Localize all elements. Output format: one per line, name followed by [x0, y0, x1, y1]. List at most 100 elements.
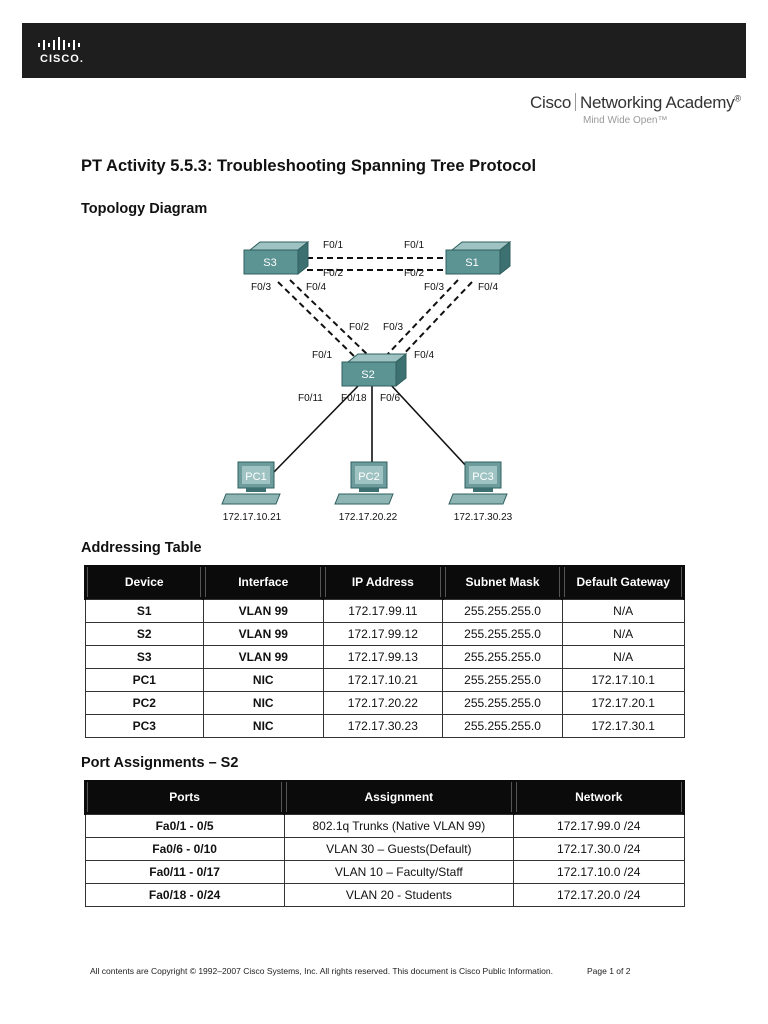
table-cell: Fa0/11 - 0/17: [84, 860, 285, 884]
topology-heading: Topology Diagram: [81, 201, 208, 217]
column-header: Subnet Mask: [441, 565, 564, 600]
table-cell: 172.17.10.1: [561, 668, 685, 692]
table-cell: 172.17.99.0 /24: [513, 814, 685, 838]
pc1-icon: PC1: [221, 461, 281, 505]
column-header: Default Gateway: [561, 565, 685, 600]
table-cell: 255.255.255.0: [442, 599, 563, 623]
table-cell: 255.255.255.0: [442, 645, 563, 669]
port-label: F0/4: [306, 282, 326, 293]
table-header-row: Device Interface IP Address Subnet Mask …: [83, 565, 685, 600]
table-cell: VLAN 99: [202, 599, 324, 623]
column-header: Network: [512, 780, 685, 815]
table-cell: NIC: [202, 668, 324, 692]
table-cell: S2: [84, 622, 204, 646]
table-cell: VLAN 99: [202, 622, 324, 646]
academy-mark: ®: [734, 93, 741, 104]
column-header: Ports: [83, 780, 286, 815]
table-cell: Fa0/18 - 0/24: [84, 883, 285, 907]
cisco-logo-text: CISCO.: [40, 53, 84, 65]
table-cell: 172.17.99.12: [322, 622, 444, 646]
switch-s1-label: S1: [465, 257, 478, 269]
port-label: F0/2: [404, 268, 424, 279]
table-cell: 172.17.20.0 /24: [513, 883, 685, 907]
table-row: PC2 NIC 172.17.20.22 255.255.255.0 172.1…: [84, 691, 685, 715]
table-cell: 802.1q Trunks (Native VLAN 99): [283, 814, 515, 838]
port-label: F0/1: [323, 240, 343, 251]
table-cell: NIC: [202, 691, 324, 715]
table-cell: NIC: [202, 714, 324, 738]
table-cell: PC1: [84, 668, 204, 692]
table-header-row: Ports Assignment Network: [83, 780, 685, 815]
table-cell: 255.255.255.0: [442, 668, 563, 692]
topology-diagram: S3 S1 S2 PC1 PC2 PC3 F0/1 F0/2: [221, 240, 513, 523]
link-s3-s2-f03: [277, 281, 359, 361]
table-cell: 172.17.10.0 /24: [513, 860, 685, 884]
document-title: PT Activity 5.5.3: Troubleshooting Spann…: [81, 157, 537, 175]
pc3-address: 172.17.30.23: [454, 512, 513, 523]
port-label: F0/18: [341, 393, 367, 404]
table-cell: N/A: [561, 645, 685, 669]
switch-s3-label: S3: [263, 257, 276, 269]
table-row: Fa0/6 - 0/10 VLAN 30 – Guests(Default) 1…: [84, 837, 685, 861]
table-cell: S1: [84, 599, 204, 623]
pc3-label: PC3: [472, 471, 493, 483]
table-cell: Fa0/1 - 0/5: [84, 814, 285, 838]
table-row: S1 VLAN 99 172.17.99.11 255.255.255.0 N/…: [84, 599, 685, 623]
column-header: Assignment: [283, 780, 515, 815]
academy-name: Networking Academy: [580, 93, 735, 112]
table-cell: VLAN 10 – Faculty/Staff: [283, 860, 515, 884]
table-cell: 255.255.255.0: [442, 714, 563, 738]
table-cell: N/A: [561, 622, 685, 646]
table-cell: 172.17.99.11: [322, 599, 444, 623]
cisco-logo: CISCO.: [36, 37, 96, 67]
academy-brand: Cisco: [530, 93, 572, 112]
switch-s3-icon: S3: [243, 240, 310, 276]
port-label: F0/2: [349, 322, 369, 333]
pc1-label: PC1: [245, 471, 266, 483]
port-label: F0/3: [383, 322, 403, 333]
column-header: Device: [83, 565, 205, 600]
header-bar: CISCO.: [22, 23, 746, 78]
port-label: F0/6: [380, 393, 400, 404]
addressing-table: Device Interface IP Address Subnet Mask …: [83, 565, 685, 738]
table-cell: 172.17.30.1: [561, 714, 685, 738]
link-s3-s2-f04: [289, 279, 371, 358]
copyright-footer: All contents are Copyright © 1992–2007 C…: [90, 966, 553, 976]
port-label: F0/4: [478, 282, 498, 293]
column-header: Interface: [202, 565, 325, 600]
table-row: PC3 NIC 172.17.30.23 255.255.255.0 172.1…: [84, 714, 685, 738]
port-label: F0/2: [323, 268, 343, 279]
table-row: S3 VLAN 99 172.17.99.13 255.255.255.0 N/…: [84, 645, 685, 669]
switch-s2-icon: S2: [341, 352, 408, 388]
pc1-address: 172.17.10.21: [223, 512, 282, 523]
port-assignments-table: Ports Assignment Network Fa0/1 - 0/5 802…: [83, 780, 685, 907]
table-row: S2 VLAN 99 172.17.99.12 255.255.255.0 N/…: [84, 622, 685, 646]
ports-heading: Port Assignments – S2: [81, 755, 239, 771]
table-cell: VLAN 30 – Guests(Default): [283, 837, 515, 861]
table-row: Fa0/11 - 0/17 VLAN 10 – Faculty/Staff 17…: [84, 860, 685, 884]
port-label: F0/1: [404, 240, 424, 251]
port-label: F0/1: [312, 350, 332, 361]
table-cell: PC2: [84, 691, 204, 715]
table-cell: S3: [84, 645, 204, 669]
table-cell: 255.255.255.0: [442, 691, 563, 715]
table-cell: 172.17.30.0 /24: [513, 837, 685, 861]
table-cell: 172.17.99.13: [322, 645, 444, 669]
table-cell: VLAN 99: [202, 645, 324, 669]
table-cell: N/A: [561, 599, 685, 623]
link-s2-pc3: [389, 383, 469, 469]
port-label: F0/3: [424, 282, 444, 293]
table-cell: Fa0/6 - 0/10: [84, 837, 285, 861]
pc2-icon: PC2: [334, 461, 394, 505]
link-s1-s2-f04: [397, 281, 473, 361]
table-cell: 172.17.30.23: [322, 714, 444, 738]
addressing-heading: Addressing Table: [81, 540, 202, 556]
table-cell: 255.255.255.0: [442, 622, 563, 646]
page-number: Page 1 of 2: [587, 966, 631, 976]
port-label: F0/11: [298, 393, 323, 404]
switch-s1-icon: S1: [445, 240, 512, 276]
table-cell: 172.17.20.1: [561, 691, 685, 715]
table-row: Fa0/1 - 0/5 802.1q Trunks (Native VLAN 9…: [84, 814, 685, 838]
port-label: F0/4: [414, 350, 434, 361]
